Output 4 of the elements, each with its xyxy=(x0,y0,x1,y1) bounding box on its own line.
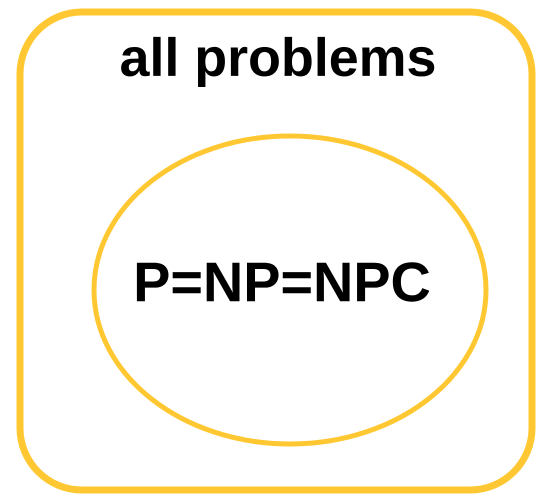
set-ellipse xyxy=(92,133,488,446)
heading: all problems xyxy=(121,36,434,88)
heading: P=NP=NPC xyxy=(136,262,430,302)
region-box xyxy=(16,8,536,494)
